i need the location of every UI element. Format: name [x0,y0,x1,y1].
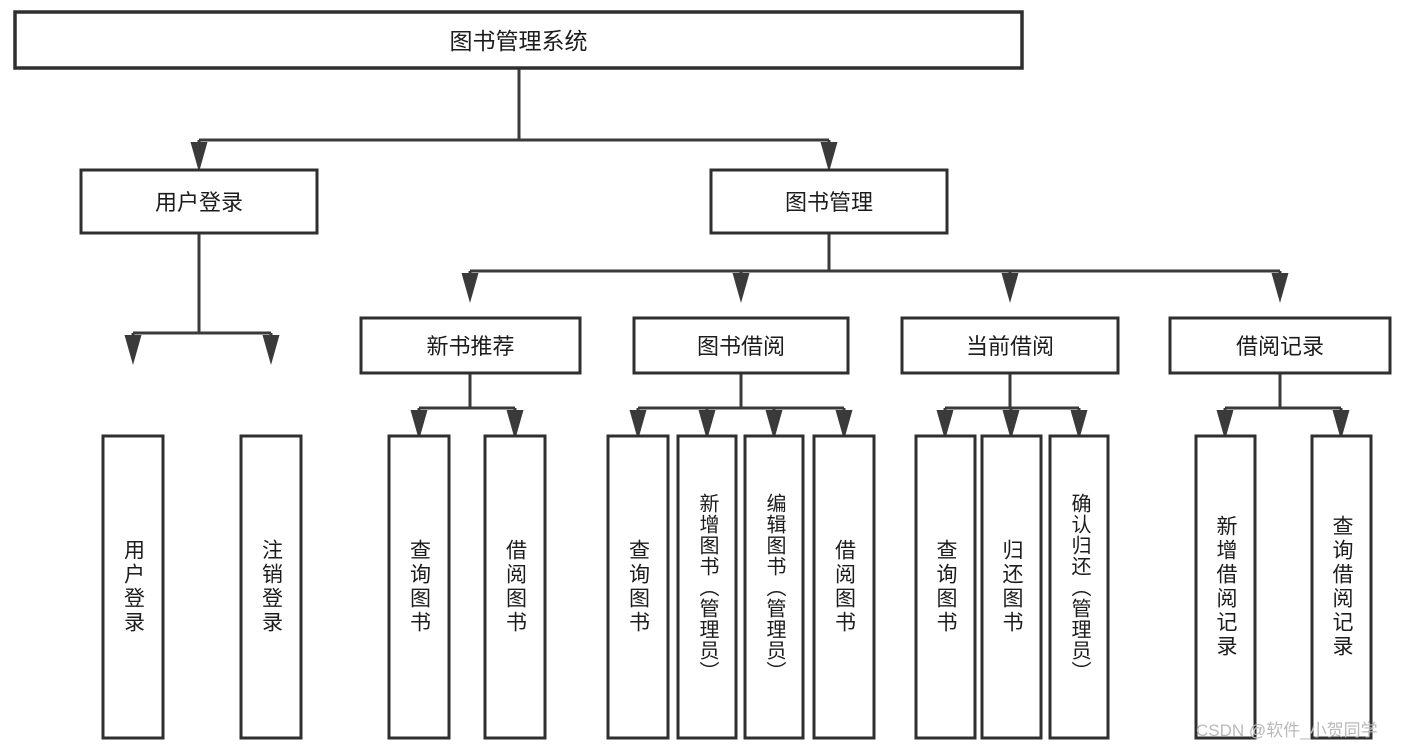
node-box-user-login[interactable] [79,168,319,235]
arrow-head-icon [1001,273,1019,303]
arrow-head-icon [820,142,838,172]
node-box-borrow-record[interactable] [1168,316,1392,375]
node-label-book-manage: 图书管理 [785,190,873,215]
node-box-leaf-query-book-recommend[interactable] [387,434,451,740]
connector-line [636,373,846,410]
connector-conn-book-manage-bus [461,233,1289,303]
connectors-layer [124,68,1350,440]
node-box-current-borrow[interactable] [900,316,1120,375]
node-box-root[interactable] [13,10,1024,70]
arrow-head-icon [1002,410,1020,440]
node-label-user-login: 用户登录 [155,190,243,215]
node-label-new-book-recommend: 新书推荐 [426,334,514,359]
node-label-borrow-record: 借阅记录 [1236,334,1324,359]
node-label-current-borrow: 当前借阅 [966,334,1054,359]
connector-conn-current-bus [936,373,1088,440]
node-box-leaf-user-login[interactable] [101,434,165,740]
boxes-layer [13,10,1392,740]
node-label-root: 图书管理系统 [450,28,588,54]
connector-conn-recommend-bus [410,373,524,440]
node-box-leaf-borrow-book[interactable] [812,434,876,740]
node-box-book-manage[interactable] [709,168,949,235]
node-box-leaf-query-book-current[interactable] [914,434,977,740]
arrow-head-icon [936,410,954,440]
connector-line [197,68,831,142]
arrow-head-icon [461,273,479,303]
node-box-leaf-query-borrow-record[interactable] [1310,434,1373,740]
connector-line [943,373,1081,410]
node-box-leaf-add-book-admin[interactable] [676,434,738,740]
arrow-head-icon [629,410,647,440]
connector-conn-borrow-bus [629,373,853,440]
arrow-head-icon [190,142,208,172]
connector-conn-record-bus [1216,373,1350,440]
arrow-head-icon [1332,410,1350,440]
node-box-leaf-confirm-return-admin[interactable] [1048,434,1110,740]
connector-conn-user-login-bus [124,233,280,365]
arrow-head-icon [410,410,428,440]
arrow-head-icon [124,335,142,365]
arrow-head-icon [732,273,750,303]
arrow-head-icon [262,335,280,365]
node-box-leaf-add-borrow-record[interactable] [1194,434,1257,740]
arrow-head-icon [835,410,853,440]
connector-line [131,233,273,335]
node-box-leaf-edit-book-admin[interactable] [743,434,805,740]
connector-conn-root-bus [190,68,838,172]
node-box-leaf-borrow-book-recommend[interactable] [483,434,547,740]
node-box-leaf-return-book[interactable] [980,434,1043,740]
connector-line [468,233,1282,273]
node-box-leaf-logout[interactable] [239,434,303,740]
arrow-head-icon [1216,410,1234,440]
node-box-leaf-query-book-borrow[interactable] [606,434,670,740]
node-box-new-book-recommend[interactable] [359,316,582,375]
connector-line [417,373,517,410]
connector-line [1223,373,1343,410]
node-label-book-borrow: 图书借阅 [697,334,785,359]
arrow-head-icon [506,410,524,440]
arrow-head-icon [765,410,783,440]
arrow-head-icon [1070,410,1088,440]
node-box-book-borrow[interactable] [632,316,850,375]
arrow-head-icon [698,410,716,440]
arrow-head-icon [1271,273,1289,303]
